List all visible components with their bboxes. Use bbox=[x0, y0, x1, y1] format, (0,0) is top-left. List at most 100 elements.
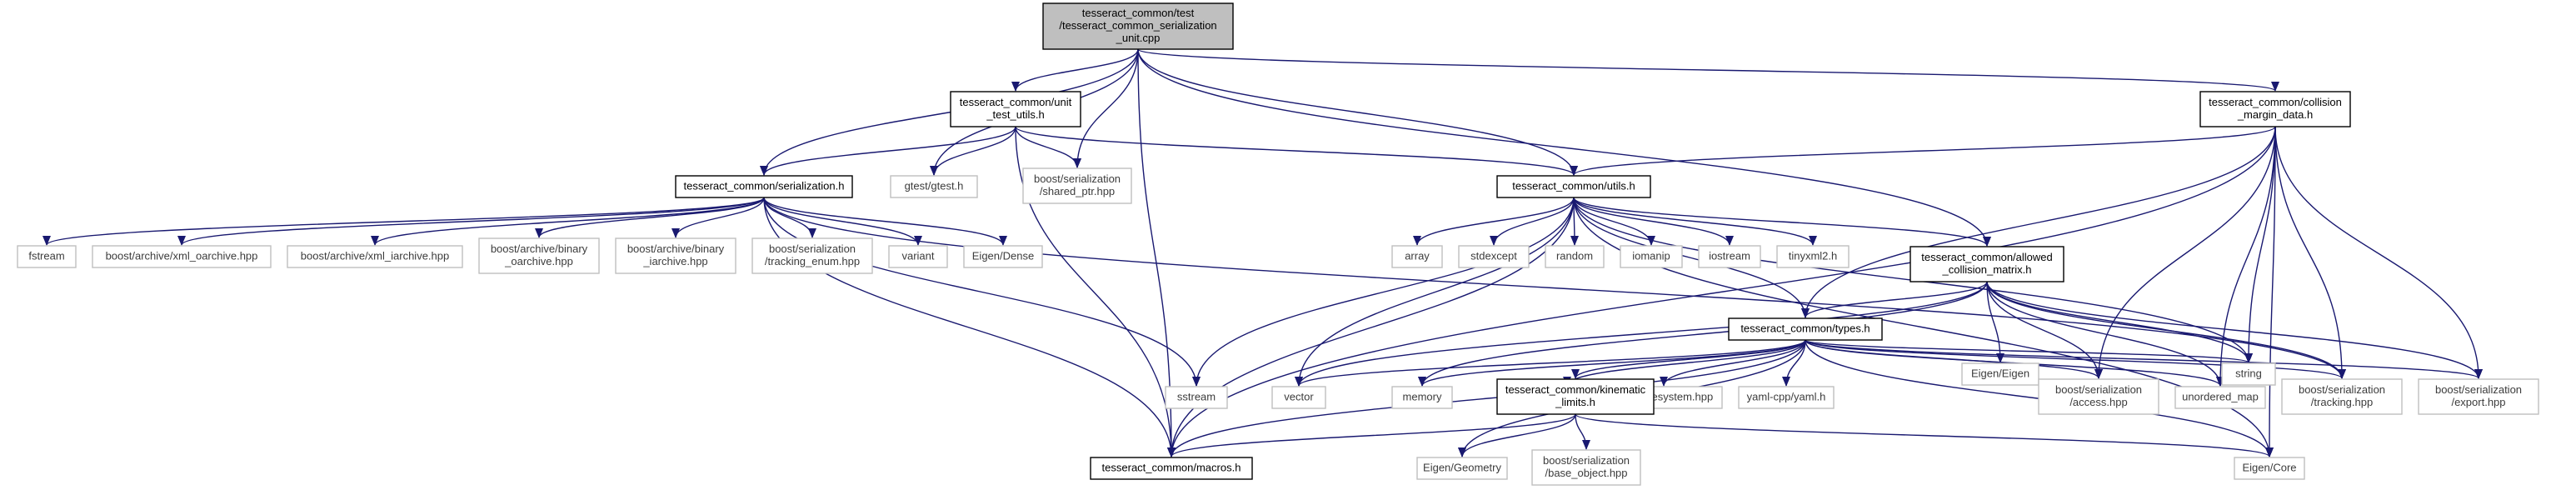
node-array: array bbox=[1391, 245, 1443, 268]
node-label-line: _limits.h bbox=[1555, 396, 1595, 408]
dependency-edges bbox=[42, 48, 2483, 458]
edge-allowed_collision_matrix-to-access bbox=[1986, 281, 2103, 379]
node-serialization-h[interactable]: tesseract_common/serialization.h bbox=[675, 175, 853, 198]
edge-types_h-to-tracking bbox=[1805, 339, 2346, 379]
node-label-line: boost/serialization bbox=[1543, 454, 1630, 467]
node-label-line: iostream bbox=[1709, 250, 1750, 262]
edge-allowed_collision_matrix-to-types_h bbox=[1801, 281, 1988, 318]
node-unit-test-utils[interactable]: tesseract_common/unit_test_utils.h bbox=[950, 91, 1081, 128]
node-string: string bbox=[2221, 362, 2276, 386]
edge-utils_h-to-sstream bbox=[1192, 197, 1575, 387]
node-label-line: boost/serialization bbox=[2299, 383, 2385, 396]
node-box bbox=[1271, 386, 1326, 409]
node-label-line: boost/archive/binary bbox=[627, 242, 725, 255]
node-label-line: Eigen/Core bbox=[2242, 462, 2296, 474]
edge-types_h-to-eigen_core bbox=[1805, 339, 2274, 458]
node-variant: variant bbox=[888, 245, 948, 268]
edge-root-to-utils_h bbox=[1137, 48, 1578, 176]
node-label-line: _margin_data.h bbox=[2237, 108, 2313, 121]
edge-types_h-to-export bbox=[1805, 339, 2483, 379]
node-xml-oarchive: boost/archive/xml_oarchive.hpp bbox=[92, 245, 272, 268]
node-label-line: tesseract_common/macros.h bbox=[1102, 462, 1241, 474]
edge-collision_margin_data-to-export bbox=[2274, 126, 2483, 379]
node-box bbox=[1165, 386, 1228, 409]
edge-serialization_h-to-macros_h bbox=[763, 197, 1176, 458]
node-label-line: tesseract_common/serialization.h bbox=[684, 180, 845, 192]
edge-types_h-to-yaml bbox=[1782, 339, 1806, 387]
node-box bbox=[1022, 168, 1132, 204]
node-gtest: gtest/gtest.h bbox=[890, 175, 978, 198]
edge-serialization_h-to-fstream bbox=[42, 197, 765, 246]
edge-serialization_h-to-xml_oarchive bbox=[177, 197, 765, 246]
node-box bbox=[92, 245, 272, 268]
node-label-line: boost/archive/xml_iarchive.hpp bbox=[301, 250, 449, 262]
node-collision-margin-data[interactable]: tesseract_common/collision_margin_data.h bbox=[2199, 91, 2351, 128]
node-kinematic-limits[interactable]: tesseract_common/kinematic_limits.h bbox=[1496, 378, 1655, 415]
node-box bbox=[890, 175, 978, 198]
node-label-line: boost/serialization bbox=[2055, 383, 2142, 396]
edge-types_h-to-string bbox=[1805, 339, 2253, 363]
edge-utils_h-to-tinyxml2 bbox=[1573, 197, 1817, 246]
node-box bbox=[1042, 2, 1234, 50]
dependency-nodes: tesseract_common/test/tesseract_common_s… bbox=[17, 2, 2539, 486]
node-allowed-collision-matrix[interactable]: tesseract_common/allowed_collision_matri… bbox=[1910, 246, 2064, 282]
node-random: random bbox=[1545, 245, 1605, 268]
node-box bbox=[1545, 245, 1605, 268]
edge-utils_h-to-array bbox=[1413, 197, 1575, 246]
edge-serialization_h-to-binary_iarchive bbox=[671, 197, 765, 238]
node-types-h[interactable]: tesseract_common/types.h bbox=[1728, 318, 1883, 341]
node-box bbox=[888, 245, 948, 268]
node-label-line: iomanip bbox=[1632, 250, 1670, 262]
node-macros-h[interactable]: tesseract_common/macros.h bbox=[1090, 457, 1253, 480]
edge-utils_h-to-vector bbox=[1295, 197, 1575, 387]
node-box bbox=[2281, 378, 2403, 415]
edge-collision_margin_data-to-eigen_core bbox=[2265, 126, 2276, 458]
node-box bbox=[17, 245, 77, 268]
node-label-line: _test_utils.h bbox=[986, 108, 1044, 121]
node-vector: vector bbox=[1271, 386, 1326, 409]
edge-kinematic_limits-to-base_object bbox=[1575, 413, 1590, 450]
edge-utils_h-to-macros_h bbox=[1167, 197, 1575, 458]
edge-serialization_h-to-eigen_dense bbox=[763, 197, 1007, 246]
edge-serialization_h-to-sstream bbox=[763, 197, 1201, 387]
node-label-line: /base_object.hpp bbox=[1545, 467, 1627, 479]
edge-types_h-to-vector bbox=[1295, 339, 1806, 387]
node-label-line: _collision_matrix.h bbox=[1942, 263, 2032, 276]
node-box bbox=[2038, 378, 2159, 415]
node-root[interactable]: tesseract_common/test/tesseract_common_s… bbox=[1042, 2, 1234, 50]
node-label-line: /tracking_enum.hpp bbox=[765, 255, 860, 268]
node-box bbox=[1391, 386, 1453, 409]
node-label-line: tesseract_common/collision bbox=[2209, 96, 2342, 108]
node-stdexcept: stdexcept bbox=[1458, 245, 1530, 268]
node-label-line: Eigen/Geometry bbox=[1423, 462, 1501, 474]
edge-unit_test_utils-to-gtest bbox=[930, 126, 1016, 176]
node-utils-h[interactable]: tesseract_common/utils.h bbox=[1496, 175, 1651, 198]
node-label-line: sstream bbox=[1177, 391, 1216, 403]
node-box bbox=[1910, 246, 2064, 282]
node-label-line: _oarchive.hpp bbox=[504, 255, 573, 268]
node-unordered-map: unordered_map bbox=[2174, 386, 2266, 409]
edge-root-to-collision_margin_data bbox=[1137, 48, 2279, 92]
node-box bbox=[1620, 245, 1683, 268]
edge-collision_margin_data-to-tracking bbox=[2274, 126, 2346, 379]
node-box bbox=[950, 91, 1081, 128]
edge-unit_test_utils-to-serialization_h bbox=[760, 126, 1016, 176]
node-memory: memory bbox=[1391, 386, 1453, 409]
node-box bbox=[2418, 378, 2539, 415]
node-box bbox=[615, 238, 736, 274]
edge-types_h-to-kinematic_limits bbox=[1571, 339, 1806, 379]
node-box bbox=[675, 175, 853, 198]
node-label-line: array bbox=[1405, 250, 1430, 262]
node-label-line: /tesseract_common_serialization bbox=[1059, 19, 1216, 32]
node-label-line: gtest/gtest.h bbox=[905, 180, 964, 192]
node-label-line: tesseract_common/utils.h bbox=[1512, 180, 1635, 192]
node-box bbox=[751, 238, 873, 274]
node-label-line: Eigen/Dense bbox=[972, 250, 1034, 262]
node-box bbox=[1496, 378, 1655, 415]
node-box bbox=[1391, 245, 1443, 268]
node-tracking-enum: boost/serialization/tracking_enum.hpp bbox=[751, 238, 873, 274]
node-xml-iarchive: boost/archive/xml_iarchive.hpp bbox=[287, 245, 463, 268]
edge-serialization_h-to-xml_iarchive bbox=[371, 197, 765, 246]
edge-kinematic_limits-to-macros_h bbox=[1167, 413, 1576, 458]
